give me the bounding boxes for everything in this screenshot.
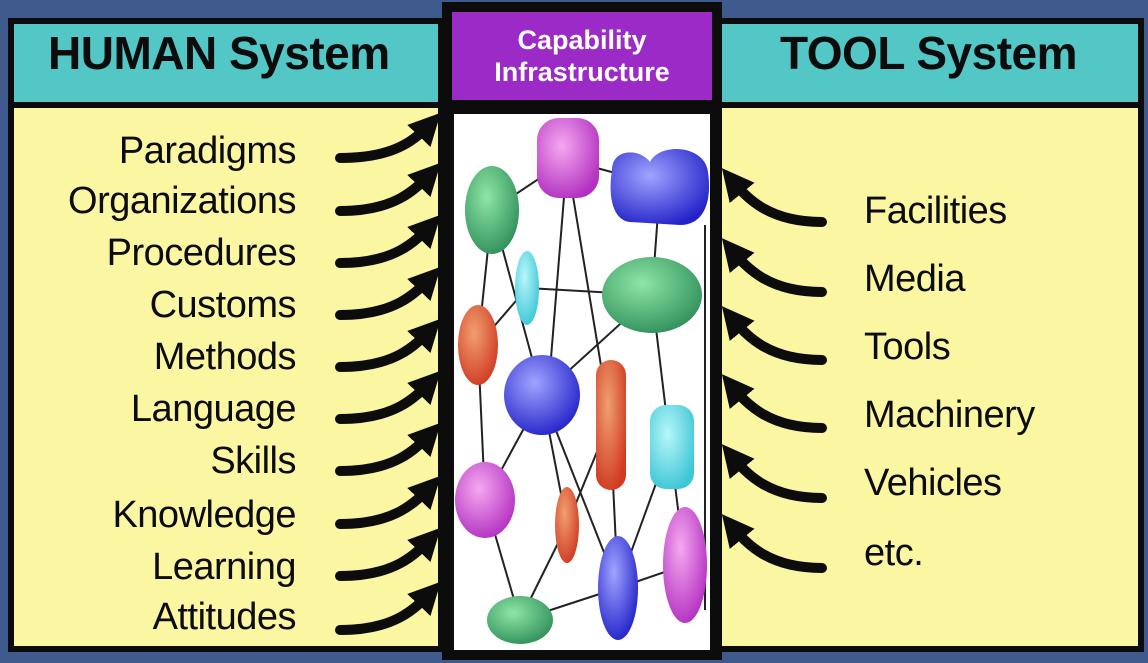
tool-item-tools: Tools (864, 326, 951, 368)
human-item-paradigms: Paradigms (118, 130, 297, 172)
node-red-left (458, 305, 498, 385)
node-blue-center (504, 355, 580, 435)
human-item-customs: Customs (149, 284, 297, 326)
human-item-knowledge: Knowledge (112, 494, 296, 536)
node-pink-left (455, 462, 515, 538)
human-item-methods: Methods (153, 336, 297, 378)
node-cyan-right (650, 405, 694, 489)
node-green-top-left (465, 166, 519, 254)
human-item-skills: Skills (210, 440, 296, 482)
network-nodes (455, 118, 710, 644)
node-red-small (555, 487, 579, 563)
node-blue-top-right (610, 149, 710, 225)
node-blue-bottom (598, 536, 638, 640)
human-item-language: Language (130, 388, 297, 430)
human-item-organizations: Organizations (68, 180, 296, 222)
capability-title-line1: Capability (517, 25, 647, 55)
node-cyan-small (515, 251, 539, 325)
tool-system-title: TOOL System (780, 27, 1078, 79)
capability-title-line2: Infrastructure (494, 57, 670, 87)
node-pink-right (663, 507, 707, 623)
node-pink-top (537, 118, 599, 198)
node-green-large (602, 257, 702, 333)
human-system-panel (8, 102, 444, 652)
human-system-header (8, 18, 444, 108)
tool-arrows (721, 168, 827, 573)
human-item-procedures: Procedures (106, 232, 297, 274)
node-green-bottom (487, 596, 553, 644)
human-system-title: HUMAN System (48, 27, 390, 79)
capability-header: Capability Infrastructure (452, 12, 712, 100)
node-red-tall (596, 360, 626, 490)
tool-item-vehicles: Vehicles (864, 462, 1002, 504)
human-item-attitudes: Attitudes (152, 596, 297, 638)
tool-item-media: Media (864, 258, 966, 300)
human-item-learning: Learning (152, 546, 296, 588)
tool-item-machinery: Machinery (864, 394, 1035, 436)
tool-item-facilities: Facilities (864, 190, 1007, 232)
tool-item-etc: etc. (864, 532, 924, 574)
human-arrows (335, 112, 441, 635)
